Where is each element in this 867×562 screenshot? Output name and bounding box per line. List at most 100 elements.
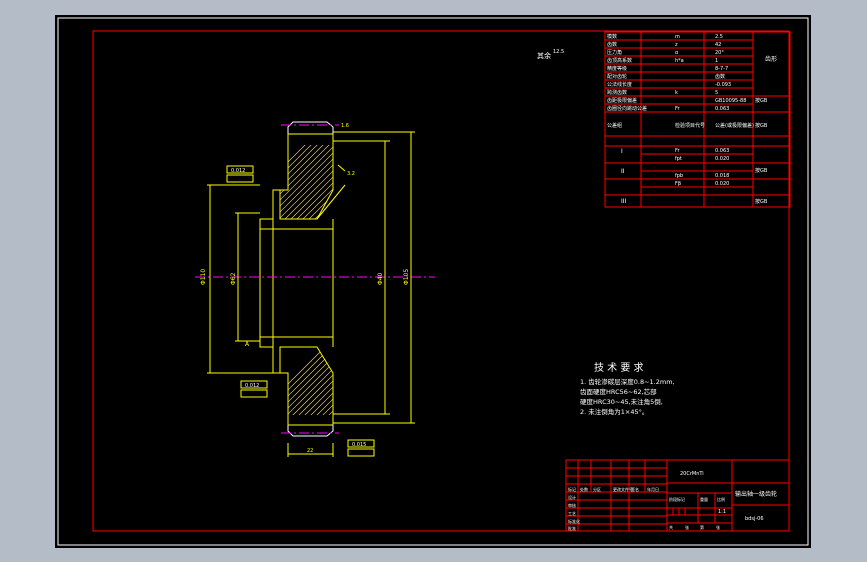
param-row-name: 齿距极限偏差 xyxy=(607,97,637,104)
title-stage-label: 比例 xyxy=(717,496,725,502)
tech-req-line: 齿面硬度HRC56~62,芯部 xyxy=(580,387,657,396)
cad-drawing: 0.012 0.012 0.015 A Φ110 Φ62 Φ105 Φ40 22… xyxy=(57,17,809,546)
title-material: 20CrMnTi xyxy=(680,471,704,477)
param-row-symbol: k xyxy=(675,90,678,96)
dim-width: 22 xyxy=(307,448,313,454)
param-row-value: GB10095-88 xyxy=(715,98,746,104)
param-row-value: 齿数 xyxy=(715,73,725,80)
title-sheet-label: 第 xyxy=(700,524,704,530)
tech-req-lines: 1. 齿轮渗碳层深度0.8~1.2mm, 齿面硬度HRC56~62,芯部 硬度H… xyxy=(580,377,675,416)
param-row-name: 齿数 xyxy=(607,41,617,48)
title-block xyxy=(565,459,790,532)
dim-hub: Φ62 xyxy=(230,272,237,285)
roughness-b: 3.2 xyxy=(347,171,355,177)
tech-req-title: 技 术 要 求 xyxy=(594,361,644,374)
param-group-tol: 0.020 xyxy=(715,156,729,162)
param-group-label: II xyxy=(621,168,625,175)
param-row-value: 0.063 xyxy=(715,106,729,112)
param-row-value: 8-7-7 xyxy=(715,66,728,72)
title-role-cell: 设计 xyxy=(568,494,576,500)
param-row-symbol: z xyxy=(675,42,678,48)
title-header-cell: 签名 xyxy=(631,486,639,492)
upper-rim-section xyxy=(279,133,334,220)
param-row-value: 2.5 xyxy=(715,34,723,40)
title-header-cell: 处数 xyxy=(580,486,588,492)
param-group-tol: 0.020 xyxy=(715,181,729,187)
param-side-note: 按GB xyxy=(755,198,768,205)
title-header-cell: 分区 xyxy=(593,486,601,492)
title-sheet-label: 张 xyxy=(716,524,720,530)
drawing-frame xyxy=(92,30,790,532)
datum-a: A xyxy=(245,341,250,348)
param-side-note: 按GB xyxy=(755,167,768,174)
roughness-note-label: 其余 xyxy=(537,51,551,60)
title-header-cells: 标记处数分区 更改文件号签名 年月日 xyxy=(568,486,659,492)
title-role-cell: 审核 xyxy=(568,502,576,508)
param-row-name: 压力角 xyxy=(607,49,622,56)
param-group-tol: 0.018 xyxy=(715,173,729,179)
param-group-code: Fβ xyxy=(675,181,681,187)
param-group-code: fpt xyxy=(675,156,682,162)
param-row-name: 精度等级 xyxy=(607,65,627,72)
param-row-name: 跨测齿数 xyxy=(607,89,627,96)
param-row-name: 齿顶高系数 xyxy=(607,57,632,64)
tol-frame-2: 0.012 xyxy=(245,383,259,389)
param-group-label: I xyxy=(621,148,623,155)
param-row-value: 20° xyxy=(715,50,724,56)
title-header-cell: 更改文件号 xyxy=(613,486,633,492)
param-row-symbol: 检验项目代号 xyxy=(675,122,705,129)
param-group-label: III xyxy=(621,198,627,205)
tolerance-frames xyxy=(226,165,375,457)
lower-rim-section xyxy=(279,346,334,426)
title-sheet-label: 张 xyxy=(685,524,689,530)
gear-section xyxy=(195,121,435,437)
title-scale: 1:1 xyxy=(718,509,726,515)
sheet-border xyxy=(57,17,809,546)
param-row-name: 模数 xyxy=(607,33,617,40)
param-row-name: 公差组 xyxy=(607,122,622,129)
dim-bore: Φ40 xyxy=(377,272,384,285)
param-row-symbol: α xyxy=(675,50,679,56)
title-role-cell: 批准 xyxy=(568,525,576,531)
param-group-tol: 0.063 xyxy=(715,148,729,154)
title-stage-label: 重量 xyxy=(700,496,708,502)
roughness-a: 1.6 xyxy=(341,123,349,129)
param-group-code: Fr xyxy=(675,148,681,154)
param-row-value: 1 xyxy=(715,58,718,64)
title-sheet-label: 共 xyxy=(669,524,673,530)
tol-frame-1: 0.012 xyxy=(231,168,245,174)
dimensions xyxy=(207,131,415,457)
tol-frame-3: 0.015 xyxy=(352,442,366,448)
param-row-value: -0.093 xyxy=(715,82,731,88)
title-role-cell: 工艺 xyxy=(568,511,576,516)
param-row-name: 齿圈径向跳动公差 xyxy=(607,105,647,112)
title-role-cell: 标准化 xyxy=(568,518,580,524)
param-row-name: 配对齿轮 xyxy=(607,73,627,80)
title-header-cell: 年月日 xyxy=(647,486,659,492)
cad-viewport[interactable]: 0.012 0.012 0.015 A Φ110 Φ62 Φ105 Φ40 22… xyxy=(55,15,811,548)
title-part-name: 输出轴一级齿轮 xyxy=(735,490,777,498)
title-stage-cells: 阶段标记 重量 比例 xyxy=(669,496,725,502)
param-row-value: 5 xyxy=(715,90,718,96)
param-row-value: 公差(或极限偏差) xyxy=(715,122,754,129)
param-row-symbol: Fr xyxy=(675,106,681,112)
param-table xyxy=(604,31,791,208)
param-table-side-label: 齿形 xyxy=(765,55,777,63)
param-row-name: 公法线长度 xyxy=(607,81,632,88)
tech-req-line: 2. 未注倒角为1×45°。 xyxy=(580,407,648,416)
title-drawing-no: bdsj-06 xyxy=(745,516,764,522)
param-row-symbol: m xyxy=(675,34,680,40)
dim-outer: Φ110 xyxy=(200,269,207,285)
param-side-note: 按GB xyxy=(755,97,768,104)
title-sheet-cells: 共张第张 xyxy=(669,524,720,530)
roughness-note-value: 12.5 xyxy=(553,49,564,55)
dim-pitch: Φ105 xyxy=(403,269,410,285)
title-stage-label: 阶段标记 xyxy=(669,496,685,502)
title-header-cell: 标记 xyxy=(568,486,576,492)
param-side-note: 按GB xyxy=(755,122,768,129)
tech-req-line: 1. 齿轮渗碳层深度0.8~1.2mm, xyxy=(580,377,675,386)
tech-req-line: 硬度HRC30~45,未注角5倒, xyxy=(580,397,663,406)
param-group-code: fpb xyxy=(675,173,683,179)
